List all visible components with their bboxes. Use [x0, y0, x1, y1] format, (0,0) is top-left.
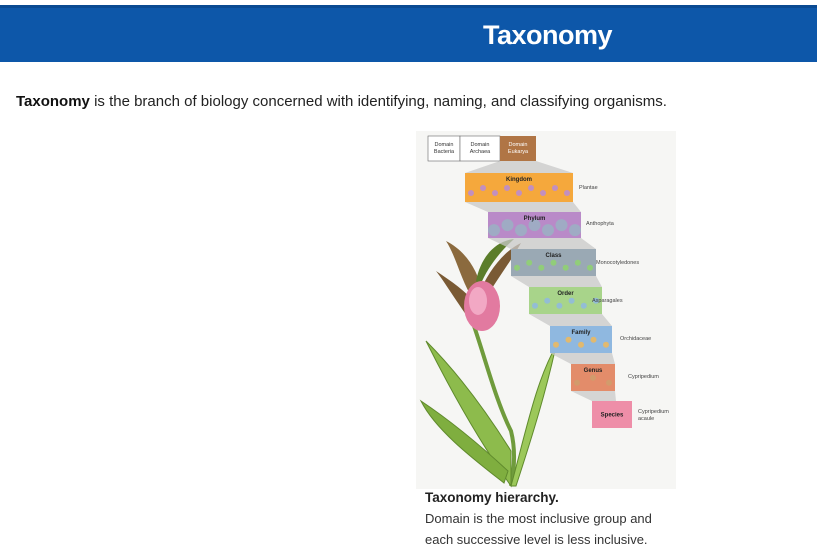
organism-dot — [590, 374, 596, 381]
domain-row: Domain Bacteria Domain Archaea Domain Eu… — [427, 135, 536, 162]
levels: KingdomPlantaePhylumAnthophytaClassMonoc… — [465, 173, 669, 428]
organism-dot — [488, 224, 500, 237]
organism-dot — [516, 189, 522, 196]
example-label-kingdom: Plantae — [579, 185, 598, 191]
example-label-phylum: Anthophyta — [586, 221, 615, 227]
taxonomy-figure: Domain Bacteria Domain Archaea Domain Eu… — [416, 131, 676, 489]
organism-dot — [603, 341, 609, 348]
organism-dot — [528, 219, 541, 232]
rank-label-class: Class — [545, 253, 562, 259]
page-title: Taxonomy — [483, 20, 613, 50]
organism-dot — [587, 264, 593, 271]
intro-paragraph: Taxonomy is the branch of biology concer… — [16, 93, 667, 110]
organism-dot — [542, 224, 554, 237]
example-label-class: Monocotyledones — [596, 260, 639, 266]
example-label-family: Orchidaceae — [620, 336, 651, 342]
caption-title: Taxonomy hierarchy. — [425, 490, 559, 505]
rank-label-genus: Genus — [584, 368, 603, 374]
organism-dot — [569, 224, 581, 237]
organism-dot — [562, 264, 569, 271]
organism-dot — [492, 189, 498, 196]
organism-dot — [565, 336, 572, 343]
organism-dot — [590, 336, 597, 343]
rank-label-phylum: Phylum — [524, 216, 546, 222]
caption-line-1: Domain is the most inclusive group and — [425, 511, 652, 526]
organism-dot — [550, 259, 557, 266]
funnel-connectors — [465, 161, 616, 401]
page-header: Taxonomy — [0, 5, 817, 62]
organism-dot — [574, 379, 580, 386]
organism-dot — [574, 259, 581, 266]
organism-dot — [578, 341, 584, 348]
intro-text: is the branch of biology concerned with … — [89, 93, 667, 110]
example-label-genus: Cypripedium — [628, 374, 659, 380]
organism-dot — [468, 189, 474, 196]
domain-eukarya-box — [500, 136, 536, 161]
organism-dot — [480, 184, 486, 191]
example-label-order: Asparagales — [592, 298, 623, 304]
organism-dot — [538, 264, 545, 271]
organism-dot — [514, 264, 520, 271]
level-box-order — [529, 287, 602, 314]
organism-dot — [532, 302, 538, 309]
example-label-species: Cypripedium — [638, 409, 669, 415]
organism-dot — [606, 379, 612, 386]
level-box-species — [592, 401, 632, 428]
organism-dot — [504, 184, 510, 191]
rank-label-order: Order — [557, 291, 574, 297]
top-strip — [0, 0, 817, 5]
caption-line-2: each successive level is less inclusive. — [425, 532, 648, 547]
organism-dot — [528, 184, 534, 191]
intro-term: Taxonomy — [16, 93, 90, 110]
rank-label-family: Family — [571, 330, 591, 336]
organism-dot — [556, 302, 563, 309]
organism-dot — [526, 259, 533, 266]
domain-label: Domain — [471, 142, 490, 148]
domain-label: Domain — [435, 142, 454, 148]
domain-name: Bacteria — [434, 149, 455, 155]
organism-dot — [580, 302, 587, 309]
organism-dot — [515, 224, 527, 237]
organism-dot — [593, 297, 599, 304]
organism-dot — [555, 219, 568, 232]
level-box-family — [550, 326, 612, 353]
orchid-illustration — [419, 239, 557, 488]
domain-name: Eukarya — [508, 149, 529, 155]
example-label-species-epithet: acaule — [638, 416, 654, 422]
rank-label-species: Species — [601, 413, 624, 419]
organism-dot — [568, 297, 575, 304]
taxonomy-diagram: Domain Bacteria Domain Archaea Domain Eu… — [419, 135, 669, 488]
organism-dot — [564, 189, 570, 196]
domain-name: Archaea — [470, 149, 491, 155]
organism-dot — [540, 189, 546, 196]
organism-dot — [544, 297, 551, 304]
domain-label: Domain — [509, 142, 528, 148]
rank-label-kingdom: Kingdom — [506, 177, 532, 183]
organism-dot — [501, 219, 514, 232]
organism-dot — [552, 184, 558, 191]
organism-dot — [553, 341, 559, 348]
